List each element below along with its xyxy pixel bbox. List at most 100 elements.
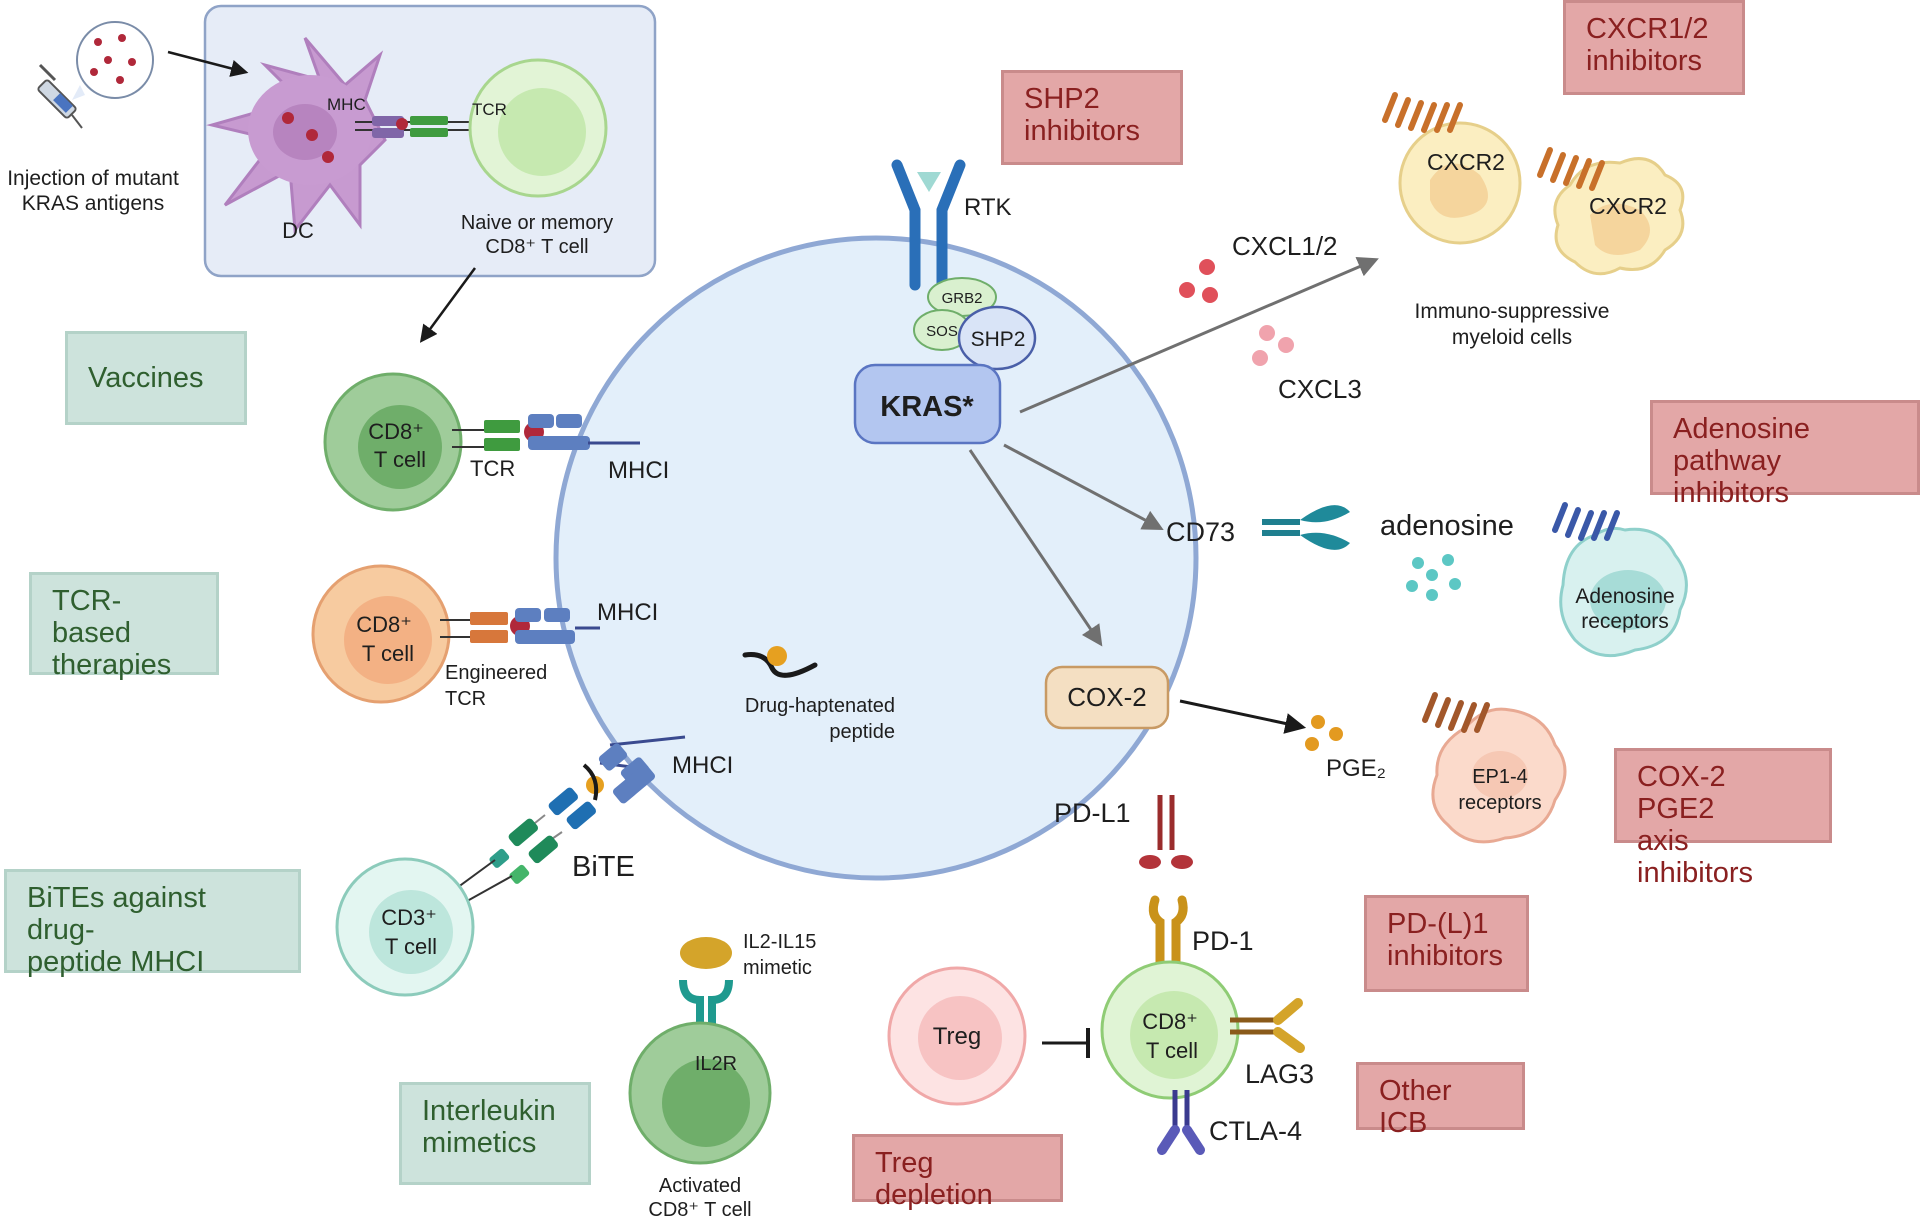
lag3-label: LAG3 — [1245, 1059, 1314, 1089]
cox2-label: COX-2 — [1067, 682, 1146, 712]
vaccine-cd8-label: CD8⁺ — [368, 419, 424, 444]
arrow-to-cox2 — [968, 449, 1103, 647]
bites-line-2: peptide MHCI — [27, 946, 205, 978]
adenosine-inhibitors-box: Adenosine pathway inhibitors — [1650, 400, 1920, 509]
interleukin-line-2: mimetics — [422, 1127, 537, 1159]
il2-label-1: IL2-IL15 — [743, 931, 816, 953]
treg-label: Treg — [933, 1023, 981, 1050]
myeloid-label-2: myeloid cells — [1452, 326, 1572, 349]
cd3-t-cell — [335, 857, 475, 997]
rtk-label: RTK — [964, 194, 1012, 221]
treg-cell — [887, 966, 1027, 1106]
bite-label: BiTE — [572, 851, 635, 883]
other-icb-line-1: Other ICB — [1379, 1075, 1452, 1139]
adenosine-label: adenosine — [1380, 510, 1514, 542]
pd1-label: PD-1 — [1192, 926, 1254, 956]
shp2-inhibitors-box: SHP2 inhibitors — [1001, 70, 1183, 165]
adenosine-molecules — [1406, 554, 1461, 601]
cxcl12-label: CXCL1/2 — [1232, 231, 1338, 261]
bites-line-1: BiTEs against drug- — [27, 882, 206, 946]
injection-label-1: Injection of mutant — [7, 167, 179, 190]
ep-receptor-cell — [1422, 692, 1567, 844]
naive-tcell-label-1: Naive or memory — [461, 212, 613, 234]
vaccines-box: Vaccines — [65, 331, 247, 425]
tcr-label-top: TCR — [472, 100, 507, 119]
kras-mutant — [853, 363, 1002, 445]
myeloid-cell-1 — [1382, 92, 1522, 245]
tcr-therapies-line-1: TCR-based — [52, 585, 132, 649]
pdl1-ligand — [1139, 795, 1193, 869]
cxcr-inhibitors-box: CXCR1/2 inhibitors — [1563, 0, 1745, 95]
naive-tcell-label-2: CD8⁺ T cell — [485, 236, 588, 258]
arrow-to-cd73 — [1003, 443, 1164, 530]
injection-label-2: KRAS antigens — [22, 192, 164, 215]
shp2-protein — [957, 305, 1037, 371]
treg-inhibition-line — [1042, 1028, 1090, 1058]
bites-box: BiTEs against drug- peptide MHCI — [4, 869, 301, 978]
interleukin-box: Interleukin mimetics — [399, 1082, 591, 1185]
cxcr2-label-1: CXCR2 — [1427, 149, 1505, 175]
cxcl12-chemokines — [1179, 259, 1218, 303]
pdl1-inhibitors-box: PD-(L)1 inhibitors — [1364, 895, 1529, 992]
vaccine-mhci-label: MHCI — [608, 457, 669, 484]
rtk-receptor — [891, 159, 966, 291]
activated-label-1: Activated — [659, 1175, 741, 1197]
shp2-inhibitors-line-1: SHP2 — [1024, 83, 1100, 115]
treg-depletion-line-1: Treg depletion — [875, 1147, 993, 1211]
cxcr-inhibitors-line-2: inhibitors — [1586, 45, 1703, 77]
effector-tcell-label: T cell — [1146, 1038, 1198, 1063]
mhc-label: MHC — [327, 95, 366, 114]
treg-depletion-box: Treg depletion — [852, 1134, 1063, 1211]
cox2-inhibitors-line-1: COX-2 PGE2 — [1637, 761, 1726, 825]
injection-arrow — [167, 50, 249, 77]
drug-peptide-label-1: Drug-haptenated — [745, 695, 895, 717]
cxcl3-chemokines — [1252, 325, 1294, 366]
ep-receptor-label-1: EP1-4 — [1472, 766, 1528, 788]
pdl1-inhibitors-line-1: PD-(L)1 — [1387, 908, 1489, 940]
cox2-inhibitors-line-2: axis inhibitors — [1637, 825, 1754, 889]
naive-t-cell — [468, 58, 608, 198]
engineered-mhci-label: MHCI — [597, 599, 658, 626]
adenosine-inhibitors-line-1: Adenosine — [1673, 413, 1811, 445]
cd3-tcell-label: T cell — [385, 934, 437, 959]
drug-haptenated-peptide-icon — [742, 646, 818, 678]
engineered-tcr-mhc — [440, 608, 600, 644]
cxcr2-label-2: CXCR2 — [1589, 193, 1667, 219]
ctla4-label: CTLA-4 — [1209, 1116, 1302, 1146]
tcr-therapies-box: TCR-based therapies — [29, 572, 219, 681]
myeloid-cell-2 — [1537, 147, 1685, 276]
cd73-enzyme — [1262, 505, 1350, 550]
adenosine-receptor-cell — [1552, 502, 1688, 658]
vaccine-tcell-label: T cell — [374, 447, 426, 472]
activated-cd8-t-cell — [628, 1021, 772, 1165]
grb2-label: GRB2 — [942, 290, 983, 307]
engineered-cd8-t-cell — [311, 564, 451, 704]
lag3-receptor — [1230, 998, 1305, 1053]
activated-label-2: CD8⁺ T cell — [648, 1199, 751, 1217]
drug-peptide-label-2: peptide — [829, 721, 895, 743]
engineered-cd8-label: CD8⁺ — [356, 612, 412, 637]
il2r-label: IL2R — [695, 1053, 737, 1075]
myeloid-label-1: Immuno-suppressive — [1415, 300, 1610, 323]
adenosine-receptor-label-2: receptors — [1581, 610, 1669, 633]
cxcl3-label: CXCL3 — [1278, 374, 1362, 404]
tcr-therapies-line-2: therapies — [52, 649, 172, 681]
arrow-to-pge2 — [1179, 699, 1307, 734]
engineered-tcell-label: T cell — [362, 641, 414, 666]
vaccine-cd8-t-cell — [323, 372, 463, 512]
cd3-label: CD3⁺ — [381, 905, 437, 930]
vaccines-line-1: Vaccines — [88, 362, 204, 394]
dc-label: DC — [282, 218, 314, 243]
sos-label: SOS — [926, 323, 958, 340]
priming-arrow — [419, 267, 477, 343]
il2r-receptor — [679, 979, 733, 1040]
cox2-inhibitors-box: COX-2 PGE2 axis inhibitors — [1614, 748, 1832, 889]
pdl1-label: PD-L1 — [1054, 798, 1131, 828]
syringe-icon — [37, 21, 154, 129]
pd1-receptor — [1148, 895, 1188, 970]
tumor-cell — [553, 235, 1199, 881]
other-icb-box: Other ICB — [1356, 1062, 1525, 1139]
adenosine-inhibitors-line-2: pathway inhibitors — [1673, 445, 1790, 509]
